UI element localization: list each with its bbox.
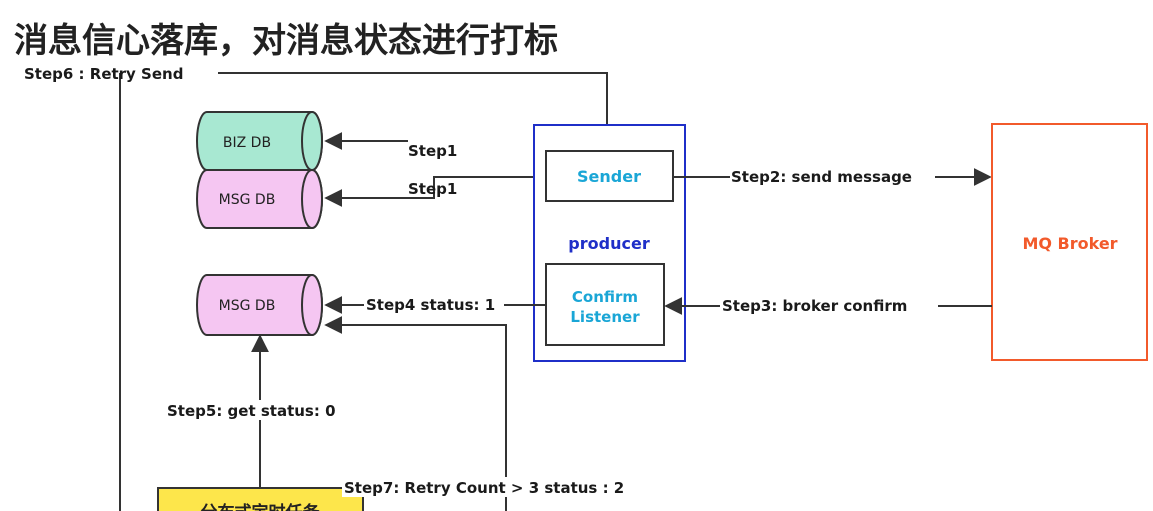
step5-label: Step5: get status: 0 xyxy=(167,402,336,420)
msg-db-bottom-cylinder: MSG DB xyxy=(196,274,323,336)
msg-db-top-label: MSG DB xyxy=(219,192,276,208)
distributed-scheduler-box xyxy=(157,487,364,511)
msg-db-bottom-label: MSG DB xyxy=(219,298,276,314)
step7-label: Step7: Retry Count > 3 status : 2 xyxy=(344,479,624,497)
confirm-listener-label-2: Listener xyxy=(570,308,640,326)
step3-label: Step3: broker confirm xyxy=(722,297,907,315)
producer-label: producer xyxy=(568,234,650,253)
distributed-scheduler-label: 分布式定时任务 xyxy=(201,502,321,511)
step6-retry-line xyxy=(119,72,607,511)
confirm-listener-label-1: Confirm xyxy=(572,288,638,306)
step4-label: Step4 status: 1 xyxy=(366,296,495,314)
step2-label: Step2: send message xyxy=(731,168,912,186)
step1-biz-label: Step1 xyxy=(408,142,457,160)
biz-db-label: BIZ DB xyxy=(223,135,271,151)
sender-label: Sender xyxy=(577,167,641,186)
sender-box xyxy=(545,150,674,202)
mq-broker-box xyxy=(991,123,1148,361)
mq-broker-label: MQ Broker xyxy=(1022,234,1117,253)
step1-msg-arrow xyxy=(324,176,546,207)
confirm-listener-box xyxy=(545,263,665,346)
step1-msg-label: Step1 xyxy=(408,180,457,198)
page-title: 消息信心落库，对消息状态进行打标 xyxy=(14,21,558,61)
msg-db-top-cylinder: MSG DB xyxy=(196,169,323,229)
biz-db-cylinder: BIZ DB xyxy=(196,111,323,171)
step7-line xyxy=(324,316,507,511)
step6-label: Step6 : Retry Send xyxy=(24,65,183,83)
